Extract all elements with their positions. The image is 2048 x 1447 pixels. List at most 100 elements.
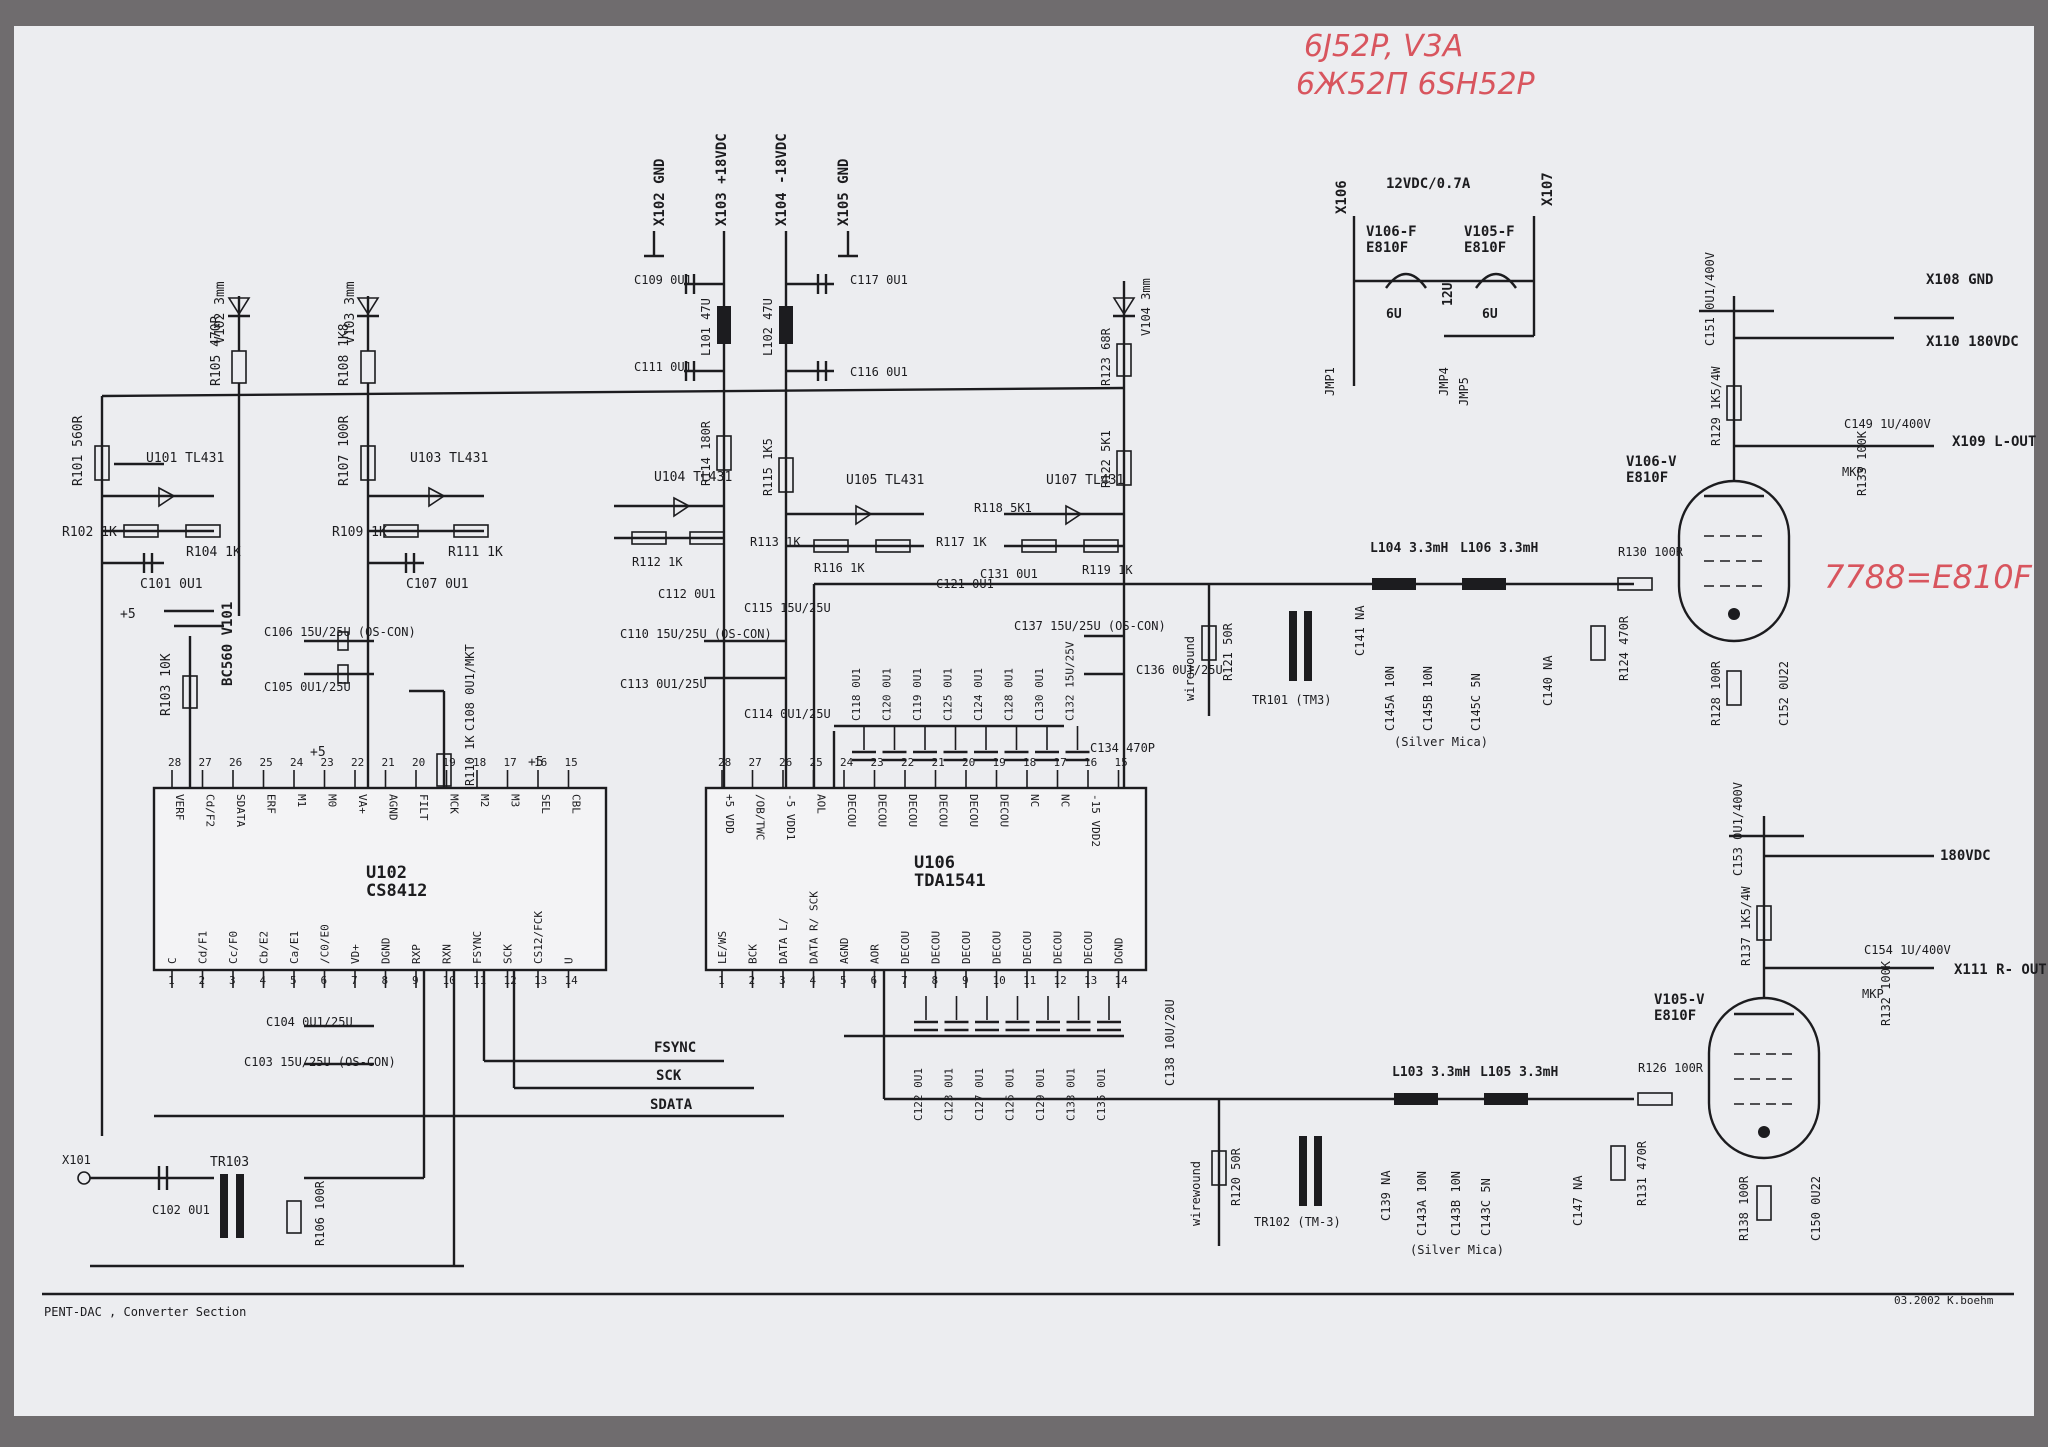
pin-number: 14 <box>1115 974 1129 987</box>
pin-name: M1 <box>295 794 308 807</box>
pin-name: DATA R/ SCK <box>808 891 821 964</box>
pin-number: 15 <box>565 756 578 769</box>
v105v-label: V105-V <box>1654 992 1705 1008</box>
supply-rails <box>100 386 1125 1136</box>
c149-label: C149 1U/400V <box>1844 417 1931 431</box>
x111-label: X111 R- OUT <box>1954 962 2047 978</box>
silver-mica-1: (Silver Mica) <box>1394 735 1488 749</box>
r137-label: R137 1K5/4W <box>1739 886 1753 966</box>
r118-label: R118 5K1 <box>974 501 1032 515</box>
pin-number: 7 <box>901 974 908 987</box>
pin-name: U <box>563 957 576 964</box>
v106v-label: V106-V <box>1626 454 1677 470</box>
c151-label: C151 0U1/400V <box>1703 252 1717 346</box>
plus5-b: +5 <box>310 745 326 760</box>
pin-number: 27 <box>199 756 212 769</box>
r117-label: R117 1K <box>936 535 987 549</box>
pin-number: 11 <box>1023 974 1036 987</box>
pin-name: ERF <box>265 794 278 814</box>
pin-number: 20 <box>412 756 425 769</box>
l105-label: L105 3.3mH <box>1480 1065 1558 1080</box>
pin-number: 3 <box>779 974 786 987</box>
pin-name: DGND <box>1113 938 1126 965</box>
c137-label: C137 15U/25U (OS-CON) <box>1014 619 1166 633</box>
u106-part: TDA1541 <box>914 871 986 891</box>
pin-name: DECOU <box>930 931 943 964</box>
pin-name: AOL <box>815 794 828 814</box>
pin-name: DECOU <box>906 794 919 827</box>
c139-label: C139 NA <box>1379 1170 1393 1221</box>
pin-name: DECOU <box>899 931 912 964</box>
pin-name: LE/WS <box>716 931 729 964</box>
r130-label: R130 100R <box>1618 545 1684 559</box>
u102-pins: 28VERF27Cd/F226SDATA25ERF24M123M022VA+21… <box>166 756 583 988</box>
pin-number: 7 <box>351 974 358 987</box>
r101-label: R101 560R <box>71 415 86 486</box>
r106-label: R106 100R <box>313 1180 327 1246</box>
wirewound-2: wirewound <box>1189 1161 1203 1226</box>
v106f-type: E810F <box>1366 240 1408 256</box>
pin-number: 20 <box>962 756 975 769</box>
r124-label: R124 470R <box>1617 615 1631 681</box>
x105-label: X105 GND <box>836 159 852 226</box>
u102-ref: U102 <box>366 863 407 883</box>
pin-number: 21 <box>932 756 945 769</box>
mkp-2: MKP <box>1862 987 1884 1001</box>
left-output-stage: wirewound R121 50R TR101 (TM3) C141 NA L… <box>812 252 2036 788</box>
cap-label: C120 0U1 <box>881 668 894 721</box>
pin-number: 9 <box>412 974 419 987</box>
pin-number: 22 <box>351 756 364 769</box>
pin-name: MCK <box>448 794 461 814</box>
c150-label: C150 0U22 <box>1809 1176 1823 1241</box>
pin-name: DECOU <box>991 931 1004 964</box>
pin-number: 6 <box>871 974 878 987</box>
fil-12v: 12U <box>1441 282 1456 306</box>
c106-label: C106 15U/25U (OS-CON) <box>264 625 416 639</box>
cap-label: C128 0U1 <box>1003 668 1016 721</box>
r103-label: R103 10K <box>159 653 174 716</box>
pin-name: AOR <box>869 944 882 964</box>
r109-label: R109 1K <box>332 525 387 540</box>
pin-name: DECOU <box>1052 931 1065 964</box>
c136-label: C136 0U1/25U <box>1136 663 1223 677</box>
hv-label: 180VDC <box>1940 848 1991 864</box>
x102-label: X102 GND <box>652 159 668 226</box>
pin-name: Cc/F0 <box>227 931 240 964</box>
x104-label: X104 -18VDC <box>774 133 790 226</box>
l104-label: L104 3.3mH <box>1370 541 1448 556</box>
cap-label: C125 0U1 <box>942 668 955 721</box>
r116-label: R116 1K <box>814 561 865 575</box>
mkp-1: MKP <box>1842 465 1864 479</box>
c107-label: C107 0U1 <box>406 577 469 592</box>
tr103-label: TR103 <box>210 1155 249 1170</box>
pin-number: 18 <box>473 756 486 769</box>
v106v-type: E810F <box>1626 470 1668 486</box>
cap-label: C129 0U1 <box>1034 1068 1047 1121</box>
footer-title: PENT-DAC , Converter Section <box>44 1305 246 1319</box>
c153-label: C153 0U1/400V <box>1731 782 1745 876</box>
x106-label: X106 <box>1334 180 1350 214</box>
pin-number: 22 <box>901 756 914 769</box>
power-connectors: X102 GND X103 +18VDC X104 -18VDC X105 GN… <box>634 133 908 788</box>
fil-6v-b: 6U <box>1482 307 1498 322</box>
cap-label: C133 0U1 <box>1065 1068 1078 1121</box>
pin-number: 6 <box>321 974 328 987</box>
v105f-type: E810F <box>1464 240 1506 256</box>
c147-label: C147 NA <box>1571 1175 1585 1226</box>
sdata-signal: SDATA <box>650 1097 693 1113</box>
r107-label: R107 100R <box>337 415 352 486</box>
pin-number: 23 <box>321 756 334 769</box>
pin-name: -5 VDD1 <box>784 794 797 840</box>
pin-number: 10 <box>993 974 1006 987</box>
r104-label: R104 1K <box>186 545 241 560</box>
c134-label: C134 470P <box>1090 741 1155 755</box>
x108-label: X108 GND <box>1926 272 1993 288</box>
cap-label: C130 0U1 <box>1033 668 1046 721</box>
pin-number: 2 <box>199 974 206 987</box>
pin-name: C <box>166 957 179 964</box>
pin-number: 17 <box>504 756 517 769</box>
u106-ref: U106 <box>914 853 955 873</box>
jmp4-label: JMP4 <box>1437 367 1451 396</box>
c108-label: C108 0U1/MKT <box>463 644 477 731</box>
